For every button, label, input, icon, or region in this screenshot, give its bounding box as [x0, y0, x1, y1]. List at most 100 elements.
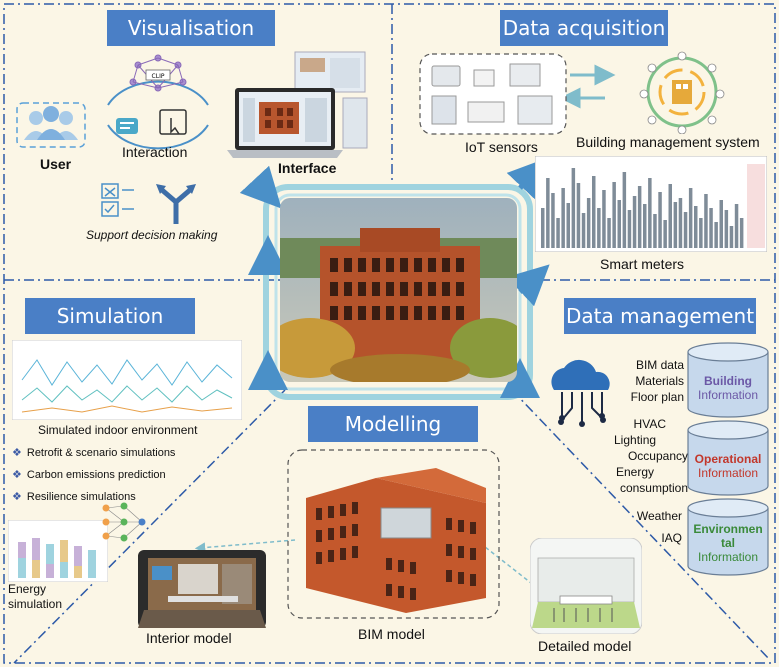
visualisation-title: Visualisation: [107, 10, 275, 46]
bullet-carbon: ❖Carbon emissions prediction: [12, 469, 166, 481]
meter-bar: [592, 176, 596, 248]
meter-bar: [719, 200, 723, 248]
indoor-simulation-chart: [12, 340, 242, 420]
group3-labels: Weather IAQ: [630, 505, 682, 549]
energy-simulation-chart: [8, 520, 108, 582]
iot-sensors-illustration: [419, 53, 567, 135]
meter-bar: [724, 210, 729, 248]
operational-info-line1: Operational: [694, 452, 762, 466]
database-cylinders: [687, 342, 769, 576]
bim-data-label: BIM data: [635, 358, 684, 372]
energy-label: Energy: [616, 465, 655, 479]
energy-label-line1: Energy: [8, 582, 47, 596]
meter-bar: [673, 202, 678, 248]
smart-meters-chart: [535, 156, 767, 252]
meter-bar: [653, 214, 657, 248]
meter-bar: [734, 204, 739, 248]
operational-info-line2: Information: [697, 466, 759, 480]
bullet-retrofit-text: Retrofit & scenario simulations: [26, 447, 176, 459]
meter-bar: [571, 168, 576, 248]
weather-label: Weather: [636, 509, 682, 523]
meter-bar: [617, 200, 621, 248]
interior-model-illustration: [138, 550, 266, 628]
user-icon: [16, 102, 86, 148]
environmental-info-line1: Environmen: [693, 522, 763, 536]
meter-bar: [699, 218, 703, 248]
bullet-carbon-text: Carbon emissions prediction: [26, 469, 166, 481]
meter-bar: [581, 213, 586, 248]
simulation-title: Simulation: [25, 298, 195, 334]
meter-bar: [551, 193, 555, 248]
meter-bar: [586, 198, 591, 248]
meter-bar: [658, 192, 662, 248]
environmental-info-line3: Information: [697, 550, 759, 564]
meter-bar: [643, 204, 647, 248]
energy-simulation-label: Energy simulation: [8, 582, 62, 612]
decision-icons: [101, 183, 196, 224]
bms-illustration: [639, 51, 725, 134]
interface-label: Interface: [278, 160, 337, 176]
detailed-model-illustration: [530, 538, 642, 634]
meter-bar: [714, 222, 718, 248]
user-label: User: [40, 156, 72, 172]
iaq-label: IAQ: [661, 531, 682, 545]
meter-bar: [607, 218, 611, 248]
bullet-retrofit: ❖Retrofit & scenario simulations: [12, 447, 176, 459]
bullet-resilience: ❖Resilience simulations: [12, 491, 136, 503]
meter-bar: [546, 178, 550, 248]
cloud-icon: [551, 359, 610, 427]
interaction-label: Interaction: [122, 144, 188, 160]
bullet-resilience-text: Resilience simulations: [26, 491, 136, 503]
detailed-model-label: Detailed model: [538, 638, 632, 654]
operational-information-label: Operational Information: [688, 452, 768, 480]
building-info-line1: Building: [704, 374, 752, 388]
meter-bar: [694, 206, 698, 248]
meter-bar: [632, 196, 637, 248]
meter-bar: [627, 210, 632, 248]
meter-bar: [622, 172, 627, 248]
smart-meters-label: Smart meters: [600, 256, 685, 272]
meter-bar: [541, 208, 545, 248]
occupancy-label: Occupancy: [627, 449, 688, 463]
meter-bar: [612, 182, 616, 248]
group1-labels: BIM data Materials Floor plan: [626, 357, 684, 405]
neural-network-icon: [102, 502, 146, 542]
meter-bar: [648, 178, 652, 248]
meter-bar: [688, 188, 693, 248]
meter-bar: [683, 212, 688, 248]
meter-bar: [739, 218, 744, 248]
support-decision-label: Support decision making: [86, 228, 218, 242]
meter-bar: [566, 203, 570, 248]
environmental-information-label: Environmen tal Information: [688, 522, 768, 564]
floor-plan-label: Floor plan: [630, 390, 684, 404]
meter-bar: [663, 220, 667, 248]
meter-bar: [602, 190, 606, 248]
data-management-title: Data management: [564, 298, 756, 334]
meter-bar: [729, 226, 734, 248]
materials-label: Materials: [635, 374, 684, 388]
building-info-line2: Information: [697, 388, 759, 402]
meter-bar: [709, 208, 713, 248]
meter-bar: [678, 198, 683, 248]
hvac-label: HVAC: [633, 417, 666, 431]
bim-model-label: BIM model: [358, 626, 425, 642]
meter-bar: [556, 218, 560, 248]
interior-model-label: Interior model: [146, 630, 232, 646]
consumption-label: consumption: [619, 481, 688, 495]
energy-label-line2: simulation: [8, 597, 63, 611]
iot-sensors-label: IoT sensors: [465, 139, 538, 155]
meter-bar: [561, 188, 565, 248]
screen-chip-text: CLIP: [152, 73, 165, 80]
data-acquisition-title: Data acquisition: [500, 10, 668, 46]
environmental-info-line2: tal: [720, 536, 735, 550]
meter-bar: [637, 186, 642, 248]
group2-labels: HVAC Lighting Occupancy Energy consumpti…: [610, 416, 688, 496]
interface-illustration: [227, 51, 368, 158]
modelling-title: Modelling: [308, 406, 478, 442]
indoor-environment-label: Simulated indoor environment: [38, 423, 198, 437]
bim-model-illustration: [287, 449, 500, 619]
building-information-label: Building Information: [688, 374, 768, 402]
meter-bar: [668, 184, 672, 248]
interaction-cycle-icon: CLIP: [107, 54, 209, 150]
